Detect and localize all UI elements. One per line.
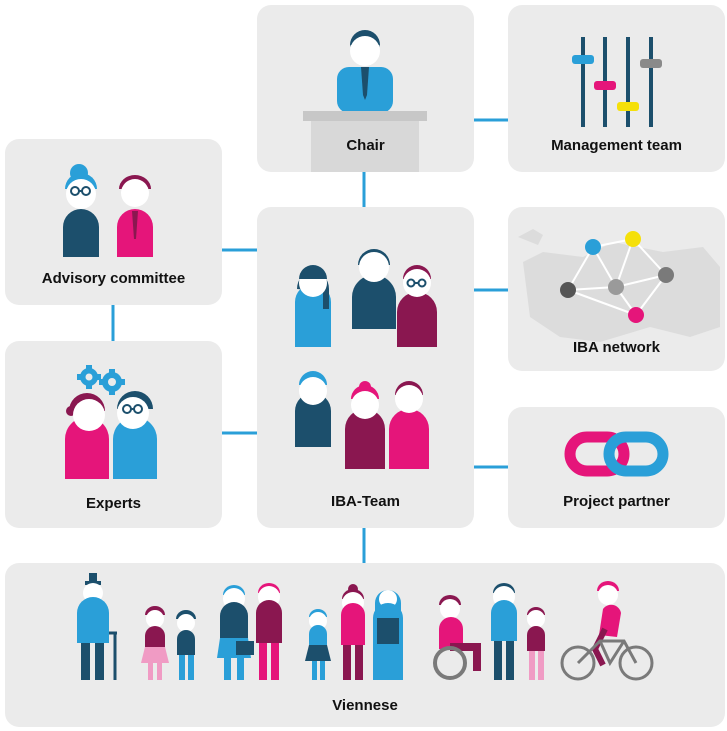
gears-icon (77, 365, 125, 395)
network-map-illustration (518, 229, 720, 342)
node-label-viennese: Viennese (332, 697, 398, 714)
node-experts: Experts (5, 341, 222, 528)
node-management-team: Management team (508, 5, 725, 172)
node-iba-team: IBA-Team (257, 207, 474, 528)
node-iba-network: IBA network (508, 207, 725, 371)
iba-team-illustration (295, 249, 437, 469)
node-label-project-partner: Project partner (563, 493, 670, 510)
node-viennese: Viennese (5, 563, 725, 727)
chair-illustration (303, 30, 427, 172)
advisory-illustration (63, 164, 153, 257)
node-label-chair: Chair (346, 137, 385, 154)
node-advisory-committee: Advisory committee (5, 139, 222, 305)
viennese-illustration (77, 573, 654, 681)
node-label-iba-network: IBA network (573, 339, 660, 356)
experts-illustration (65, 365, 157, 479)
node-label-advisory-committee: Advisory committee (41, 270, 186, 287)
sliders-icon (572, 37, 662, 127)
node-label-iba-team: IBA-Team (331, 493, 400, 510)
chain-link-icon (564, 431, 669, 477)
node-label-experts: Experts (85, 495, 142, 512)
node-chair: Chair (257, 5, 474, 172)
node-label-management-team: Management team (551, 137, 682, 154)
node-project-partner: Project partner (508, 407, 725, 528)
